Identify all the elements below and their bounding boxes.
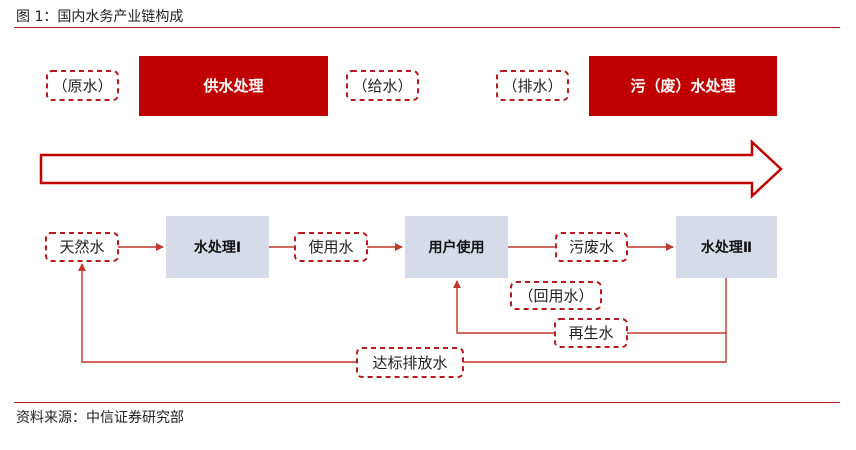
usable-water-label: 使用水 <box>308 238 353 256</box>
user-use-label: 用户使用 <box>429 239 485 256</box>
distribution-tag: （给水） <box>346 70 419 101</box>
drainage-label: （排水） <box>502 77 562 95</box>
big-flow-arrow <box>39 139 783 199</box>
treatment-1-box: 水处理Ⅰ <box>166 216 269 278</box>
reuse-water-label: （回用水） <box>518 287 593 305</box>
bottom-rule <box>14 402 840 403</box>
arrow-discharge-to-natural <box>78 263 727 363</box>
waste-water-label: 污废水 <box>569 238 614 256</box>
waste-water-tag: 污废水 <box>555 232 628 262</box>
compliant-discharge-label: 达标排放水 <box>372 354 447 372</box>
raw-water-tag: （原水） <box>46 70 119 101</box>
distribution-label: （给水） <box>352 77 412 95</box>
natural-water-label: 天然水 <box>59 238 104 256</box>
usable-water-tag: 使用水 <box>294 232 368 262</box>
supply-treatment-block: 供水处理 <box>139 56 328 116</box>
user-use-box: 用户使用 <box>405 216 508 278</box>
drainage-tag: （排水） <box>496 70 569 101</box>
sewage-treatment-block: 污（废）水处理 <box>589 56 777 116</box>
sewage-treatment-label: 污（废）水处理 <box>630 77 735 95</box>
supply-treatment-label: 供水处理 <box>202 77 263 95</box>
treatment-2-label: 水处理Ⅱ <box>701 239 752 256</box>
natural-water-tag: 天然水 <box>45 232 119 262</box>
top-rule <box>14 27 840 28</box>
recycled-water-label: 再生水 <box>568 324 613 342</box>
raw-water-label: （原水） <box>52 77 112 95</box>
reuse-water-tag: （回用水） <box>510 281 602 310</box>
figure-caption: 图 1：国内水务产业链构成 <box>16 9 184 25</box>
recycled-water-tag: 再生水 <box>554 318 628 348</box>
compliant-discharge-tag: 达标排放水 <box>356 347 464 378</box>
figure-source: 资料来源：中信证券研究部 <box>16 410 184 426</box>
treatment-2-box: 水处理Ⅱ <box>676 216 777 278</box>
treatment-1-label: 水处理Ⅰ <box>194 239 241 256</box>
